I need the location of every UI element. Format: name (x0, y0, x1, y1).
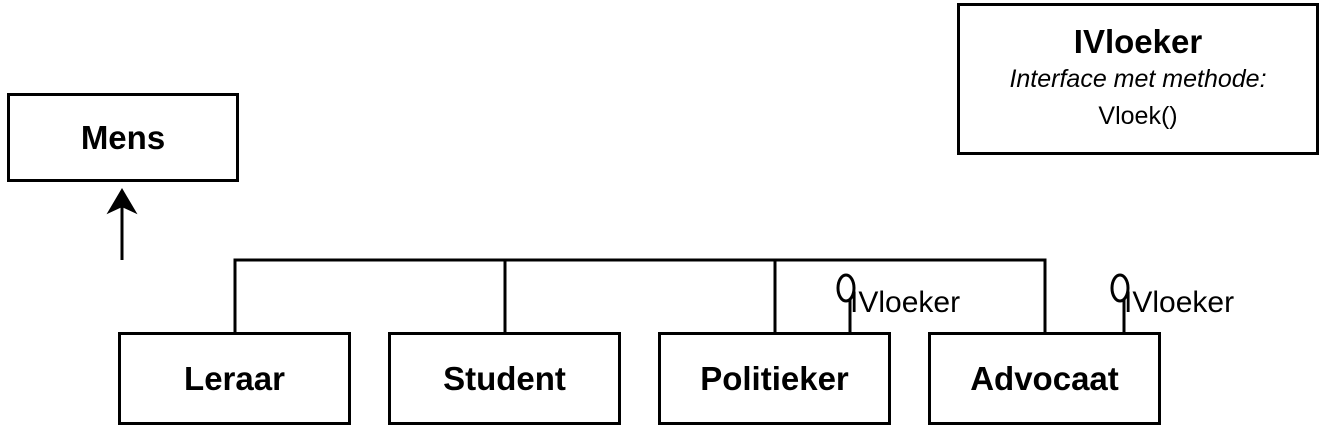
class-name: Mens (80, 118, 166, 156)
class-box-advocaat[interactable]: Advocaat (928, 332, 1161, 425)
lollipop-label: IVloeker (850, 286, 961, 319)
class-name: Leraar (184, 359, 285, 397)
class-box-student[interactable]: Student (388, 332, 621, 425)
class-name: Politieker (700, 359, 849, 397)
lollipop-circle-icon (836, 273, 856, 303)
class-name: Advocaat (970, 359, 1119, 397)
inheritance-line (120, 200, 1047, 332)
class-name: Student (443, 359, 566, 397)
class-box-mens[interactable]: Mens (7, 93, 239, 182)
class-box-leraar[interactable]: Leraar (118, 332, 351, 425)
interface-box[interactable]: IVloeker Interface met methode: Vloek() (957, 3, 1319, 155)
class-box-politieker[interactable]: Politieker (658, 332, 891, 425)
inheritance-arrowhead (106, 188, 138, 215)
interface-subtitle: Interface met methode: (1009, 65, 1267, 93)
interface-title: IVloeker (1073, 23, 1203, 60)
interface-method: Vloek() (1098, 102, 1178, 130)
lollipop-label: IVloeker (1124, 286, 1235, 319)
lollipop-circle-icon (1110, 273, 1130, 303)
